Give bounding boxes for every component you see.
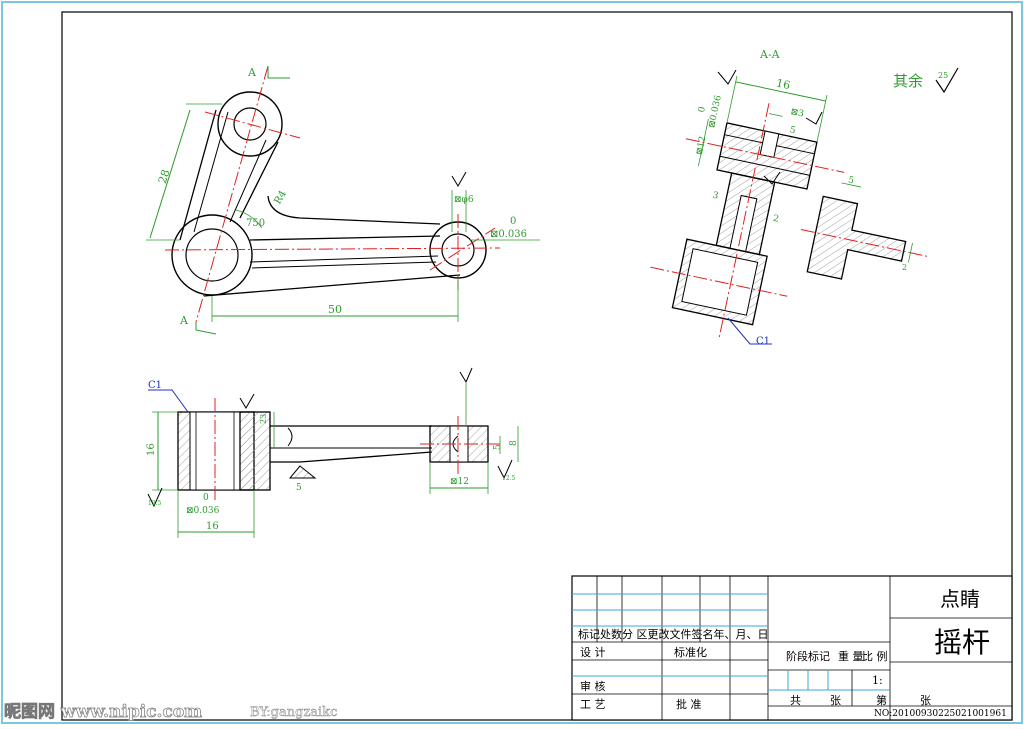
- title-block: 点睛 摇杆 标记处数分 区更改文件签名年、月、日 设 计 标准化 阶段标记 重 …: [571, 575, 1013, 721]
- front-roughness-right: 12.5: [502, 475, 516, 482]
- approve-label: 批 准: [676, 697, 702, 711]
- watermark-brand: 昵图网 www.nipic.com: [4, 702, 202, 722]
- section-view: A-A 其余 25 16 ⊠3 5: [650, 48, 959, 347]
- weight-label: 重 量: [838, 649, 864, 663]
- watermark-serial: NO:20100930225021001961: [874, 709, 1007, 719]
- dim-right-hole: ⊠φ6: [454, 195, 474, 205]
- front-dim-8: 8: [509, 440, 519, 446]
- part-name: 摇杆: [934, 626, 990, 659]
- remaining-roughness-label: 其余: [893, 72, 923, 90]
- revision-header: 标记处数分 区更改文件签名年、月、日: [578, 627, 769, 641]
- stage-label: 阶段标记: [786, 649, 830, 663]
- front-dim-5b: 5: [493, 444, 503, 450]
- section-mark-top: A: [247, 66, 257, 79]
- section-dim-16: 16: [775, 76, 791, 92]
- sheet-unit: 张: [830, 694, 841, 707]
- front-dim-16v: 16: [146, 443, 157, 456]
- section-mark-bottom: A: [179, 314, 189, 327]
- dim-r4: R4: [273, 189, 289, 207]
- review-label: 审 核: [580, 679, 606, 693]
- front-dim-16h: 16: [206, 521, 219, 532]
- scale-value: 1:: [872, 674, 883, 687]
- tol-value-top: ⊠0.036: [490, 229, 527, 240]
- scale-label: 比 例: [862, 649, 888, 663]
- sheet-unit2: 张: [920, 694, 931, 707]
- t-dim-2: 2: [902, 263, 907, 272]
- standardization-label: 标准化: [674, 645, 707, 659]
- dim-28: 28: [156, 168, 173, 185]
- front-dim-12: ⊠12: [450, 477, 469, 487]
- front-chamfer: C1: [148, 380, 162, 391]
- process-label: 工 艺: [580, 698, 606, 711]
- top-view: A A 28 R4 750 50 ⊠φ6 0 ⊠0.036: [146, 65, 540, 335]
- design-label: 设 计: [580, 646, 606, 659]
- watermark-author: BY:gangzaikc: [250, 705, 337, 720]
- section-dim-3: ⊠3: [790, 107, 805, 120]
- roughness-value: 25: [938, 71, 948, 80]
- company-name: 点睛: [940, 587, 980, 611]
- dim-angle: 750: [246, 218, 265, 229]
- section-chamfer: C1: [756, 336, 770, 347]
- total-label: 共: [790, 694, 801, 707]
- section-title: A-A: [759, 48, 781, 61]
- section-dim-2: 2: [772, 214, 780, 225]
- tol-upper-top: 0: [510, 216, 516, 227]
- section-tol-upper: 0: [697, 106, 708, 114]
- section-dim-12: ⊠12: [695, 135, 709, 156]
- section-dim-5: 5: [789, 125, 797, 136]
- front-dim-5: 5: [296, 483, 302, 493]
- section-dim-3b: 3: [712, 191, 720, 202]
- section-tol-value: ⊠0.036: [707, 94, 724, 129]
- front-tol-upper: 0: [203, 493, 209, 503]
- inner-border: [61, 11, 1013, 721]
- watermark: 昵图网 www.nipic.com BY:gangzaikc NO:201009…: [4, 702, 1007, 723]
- front-view: C1 16 23 16 0 ⊠0.036 5 ⊠12 8 5 12.5 12.5: [146, 367, 519, 538]
- front-dim-23: 23: [259, 414, 268, 424]
- sheet-number-label: 第: [876, 693, 887, 707]
- front-roughness-left: 12.5: [148, 500, 162, 507]
- front-tol-value: ⊠0.036: [186, 506, 220, 516]
- dim-50: 50: [328, 303, 342, 316]
- t-dim-5: 5: [847, 175, 855, 186]
